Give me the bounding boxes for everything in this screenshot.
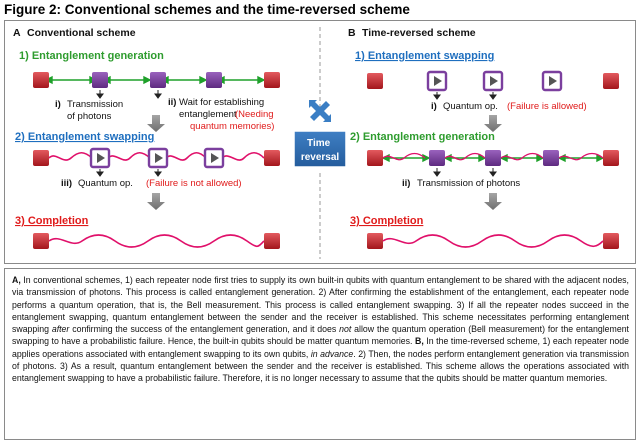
left-note-iii-red: (Failure is not allowed) [146,178,242,189]
right-panel-letter: B [348,27,356,39]
left-row2-end-node-sender [33,150,49,166]
left-row2-repeater-node-1 [89,147,111,169]
caption-segment: not [339,324,352,335]
left-step3-heading: 3) Completion [15,215,89,227]
right-note-i-red: (Failure is allowed) [507,101,587,112]
left-note-ii-red: (Needing quantum memories) [190,109,276,132]
right-flow-arrow-1 [484,115,502,132]
left-step2-heading: 2) Entanglement swapping [15,131,154,143]
left-row1-small-down-arrows [96,90,162,99]
right-row1-repeater-node-2 [482,70,504,92]
left-flow-arrow-1 [147,115,165,132]
right-row2-end-node-sender [367,150,383,166]
left-note-i: i) Transmission of photons [55,99,126,122]
left-row2-entanglement-wave [48,151,93,161]
left-panel-letter: A [13,27,21,39]
left-row1-repeater-node-1 [92,72,108,88]
left-note-ii: ii) Wait for establishing entanglement [168,97,267,120]
right-row1-repeater-node-3 [541,70,563,92]
caption-segment: In the time-reversed scheme, 1) each rep… [12,336,629,359]
right-row2-end-node-receiver [603,150,619,166]
right-step1-heading: 1) Entanglement swapping [355,50,494,62]
left-row2-wave-3 [165,151,207,161]
caption-segment: B, [415,336,424,347]
caption-segment: confirming the success of the entangleme… [69,324,340,335]
right-row2-small-down-arrows [433,168,497,177]
right-note-ii: ii) Transmission of photons [402,178,520,189]
right-step3-heading: 3) Completion [350,215,424,227]
left-flow-arrow-2 [147,193,165,210]
diagram-panel: A Conventional scheme 1) Entanglement ge… [4,20,636,264]
left-note-iii: iii) Quantum op. [61,178,133,189]
right-row1-repeater-node-1 [426,70,448,92]
right-panel-title: Time-reversed scheme [362,27,476,39]
caption-segment: allow the quantum operation (Bell measur… [12,324,629,347]
left-row1-repeater-node-2 [150,72,166,88]
right-row2-repeater-node-3 [543,150,559,166]
right-row2-entanglement-wave-4 [558,152,604,161]
right-row3-entanglement-wave [382,234,604,248]
time-reversal-box [293,130,347,168]
right-row2-entanglement-wave-3 [500,152,544,161]
left-row1-repeater-node-3 [206,72,222,88]
right-row3-end-node-sender [367,233,383,249]
left-panel-title: Conventional scheme [27,27,136,39]
right-row2-repeater-node-2 [485,150,501,166]
left-row2-repeater-node-3 [203,147,225,169]
left-row1-end-node-receiver [264,72,280,88]
left-row2-repeater-node-2 [147,147,169,169]
time-reversal-label: Time reversal [301,138,340,163]
left-step1-heading: 1) Entanglement generation [19,50,164,62]
right-flow-arrow-2 [484,193,502,210]
caption-segment: In conventional schemes, 1) each repeate… [12,275,629,335]
left-row3-end-node-sender [33,233,49,249]
right-row2-entanglement-wave-2 [444,152,486,161]
figure-title: Figure 2: Conventional schemes and the t… [4,2,410,17]
left-row3-entanglement-wave [48,234,265,248]
caption-segment: A, [12,275,21,285]
diagram-canvas: A Conventional scheme 1) Entanglement ge… [13,27,619,259]
figure-caption: A, In conventional schemes, 1) each repe… [4,268,636,440]
time-reversal-cross-icon [309,100,331,122]
left-row2-wave-4 [221,151,265,161]
left-row2-end-node-receiver [264,150,280,166]
left-row2-wave-2 [107,151,151,161]
caption-segment: in advance [310,348,354,359]
left-row3-end-node-receiver [264,233,280,249]
right-step2-heading: 2) Entanglement generation [350,131,495,143]
right-row2-repeater-node-1 [429,150,445,166]
caption-segment: . 2) Then, the nodes perform entanglemen… [12,348,630,384]
right-row2-entanglement-wave-1 [382,152,426,161]
left-row2-small-down-arrows [96,169,162,177]
right-row1-end-node-sender [367,73,383,89]
right-note-i: i) Quantum op. [431,101,498,112]
right-row1-end-node-receiver [603,73,619,89]
caption-segment: after [51,324,70,335]
right-row3-end-node-receiver [603,233,619,249]
left-row1-end-node-sender [33,72,49,88]
right-row1-small-down-arrows [433,92,497,100]
